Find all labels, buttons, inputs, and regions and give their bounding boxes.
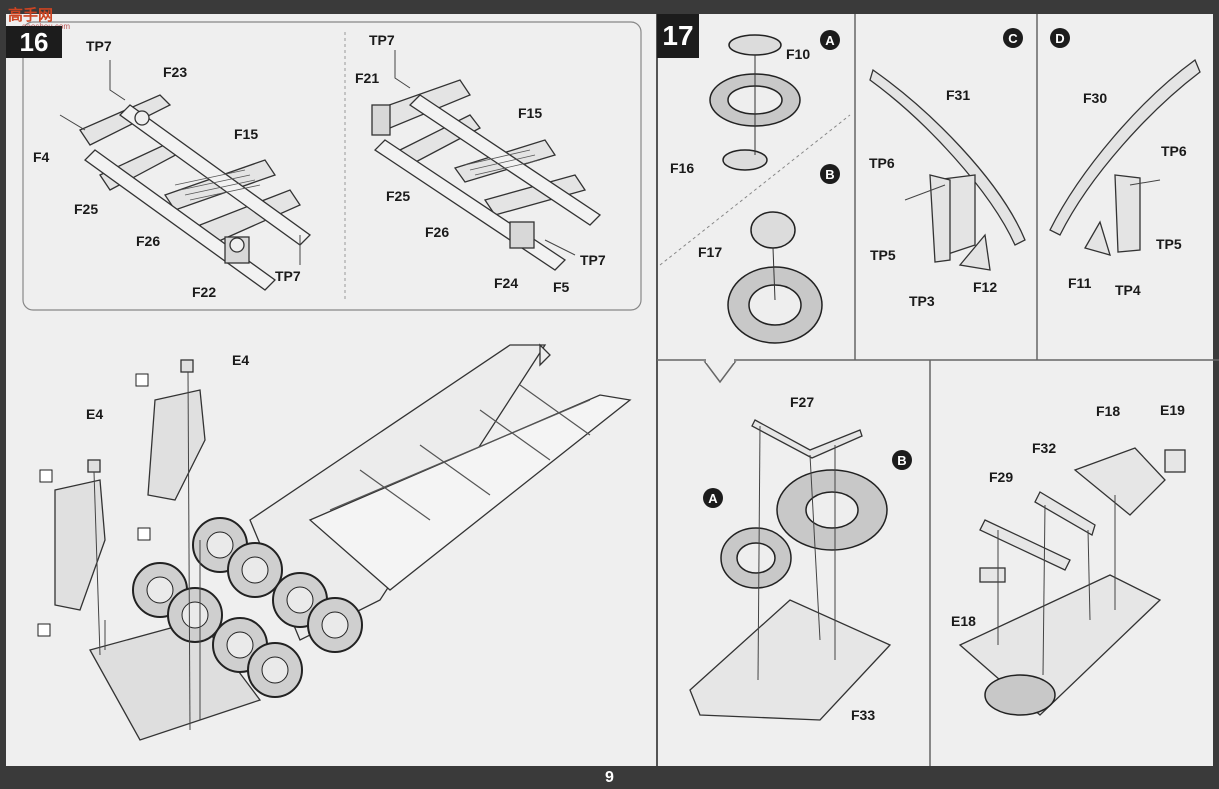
label-e19: E19 (1160, 402, 1185, 418)
label-f31: F31 (946, 87, 971, 103)
footer-bar (0, 766, 1219, 789)
label-tp5: TP5 (870, 247, 896, 263)
label-f26: F26 (425, 224, 450, 240)
label-f24: F24 (494, 275, 519, 291)
label-f21: F21 (355, 70, 380, 86)
label-tp3: TP3 (909, 293, 935, 309)
label-f29: F29 (989, 469, 1014, 485)
label-f23: F23 (163, 64, 188, 80)
label-f15: F15 (234, 126, 259, 142)
label-f4: F4 (33, 149, 50, 165)
page-number: 9 (605, 768, 614, 786)
step-17-number: 17 (657, 14, 699, 58)
label-f22: F22 (192, 284, 217, 300)
step-16-number: 16 (6, 26, 62, 58)
label-f27: F27 (790, 394, 815, 410)
label-tp4: TP4 (1115, 282, 1141, 298)
watermark-logo: 高手网 (8, 7, 54, 24)
label-f10: F10 (786, 46, 811, 62)
label-tp6: TP6 (1161, 143, 1187, 159)
label-tp7: TP7 (369, 32, 395, 48)
label-f26: F26 (136, 233, 161, 249)
label-f5: F5 (553, 279, 570, 295)
badge-d: D (1050, 28, 1070, 48)
label-tp5: TP5 (1156, 236, 1182, 252)
label-e4: E4 (232, 352, 250, 368)
label-f25: F25 (74, 201, 99, 217)
label-f17: F17 (698, 244, 723, 260)
label-f12: F12 (973, 279, 998, 295)
label-e4: E4 (86, 406, 104, 422)
badge-c: C (1003, 28, 1023, 48)
label-tp7: TP7 (275, 268, 301, 284)
label-tp7: TP7 (86, 38, 112, 54)
label-f11: F11 (1068, 275, 1092, 291)
badge-a: A (820, 30, 840, 50)
label-f32: F32 (1032, 440, 1057, 456)
label-tp6: TP6 (869, 155, 895, 171)
label-f16: F16 (670, 160, 695, 176)
label-f18: F18 (1096, 403, 1121, 419)
label-tp7: TP7 (580, 252, 606, 268)
badge-b: B (892, 450, 912, 470)
label-e18: E18 (951, 613, 976, 629)
label-f25: F25 (386, 188, 411, 204)
badge-a: A (703, 488, 723, 508)
label-f15: F15 (518, 105, 543, 121)
badge-b: B (820, 164, 840, 184)
label-f30: F30 (1083, 90, 1108, 106)
label-f33: F33 (851, 707, 876, 723)
